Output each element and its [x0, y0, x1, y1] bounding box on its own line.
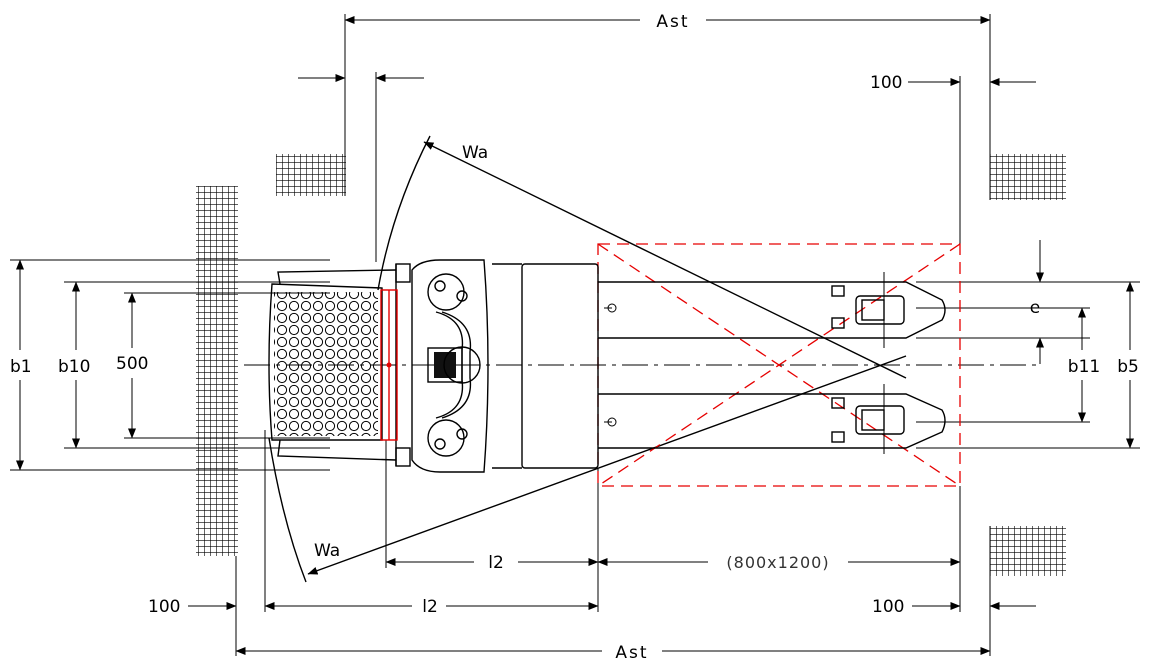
label-e: e: [1030, 298, 1040, 318]
label-b10: b10: [58, 357, 90, 377]
label-100-top-right: 100: [870, 73, 902, 93]
label-b1: b1: [10, 357, 32, 377]
label-b5: b5: [1117, 357, 1139, 377]
wall-hatch-bottom-right: [990, 526, 1066, 576]
label-ast-top: Ast: [656, 12, 689, 32]
label-100-bottom-right: 100: [872, 597, 904, 617]
wall-hatch-left: [196, 186, 238, 556]
dimension-lines: [16, 16, 1134, 655]
label-l2-upper: l2: [488, 553, 504, 573]
wall-hatch-top-right: [990, 154, 1066, 200]
label-500: 500: [116, 354, 148, 374]
labels: Ast Ast Wa Wa 100 100 100 b1 b10 500 l2 …: [10, 12, 1139, 662]
wall-hatches: [196, 154, 1066, 576]
label-ast-bottom: Ast: [615, 643, 648, 662]
extension-lines: [10, 14, 1140, 656]
label-100-bottom-left: 100: [148, 597, 180, 617]
wall-hatch-top-left: [276, 154, 346, 196]
operator-platform: [274, 292, 378, 436]
truck-body: [268, 259, 946, 473]
label-b11: b11: [1068, 357, 1100, 377]
label-l2-lower: l2: [422, 597, 438, 617]
label-wa-bottom: Wa: [314, 541, 340, 561]
pallet-outline: [597, 243, 961, 487]
label-pallet-size: (800x1200): [726, 553, 829, 572]
label-wa-top: Wa: [462, 143, 488, 163]
